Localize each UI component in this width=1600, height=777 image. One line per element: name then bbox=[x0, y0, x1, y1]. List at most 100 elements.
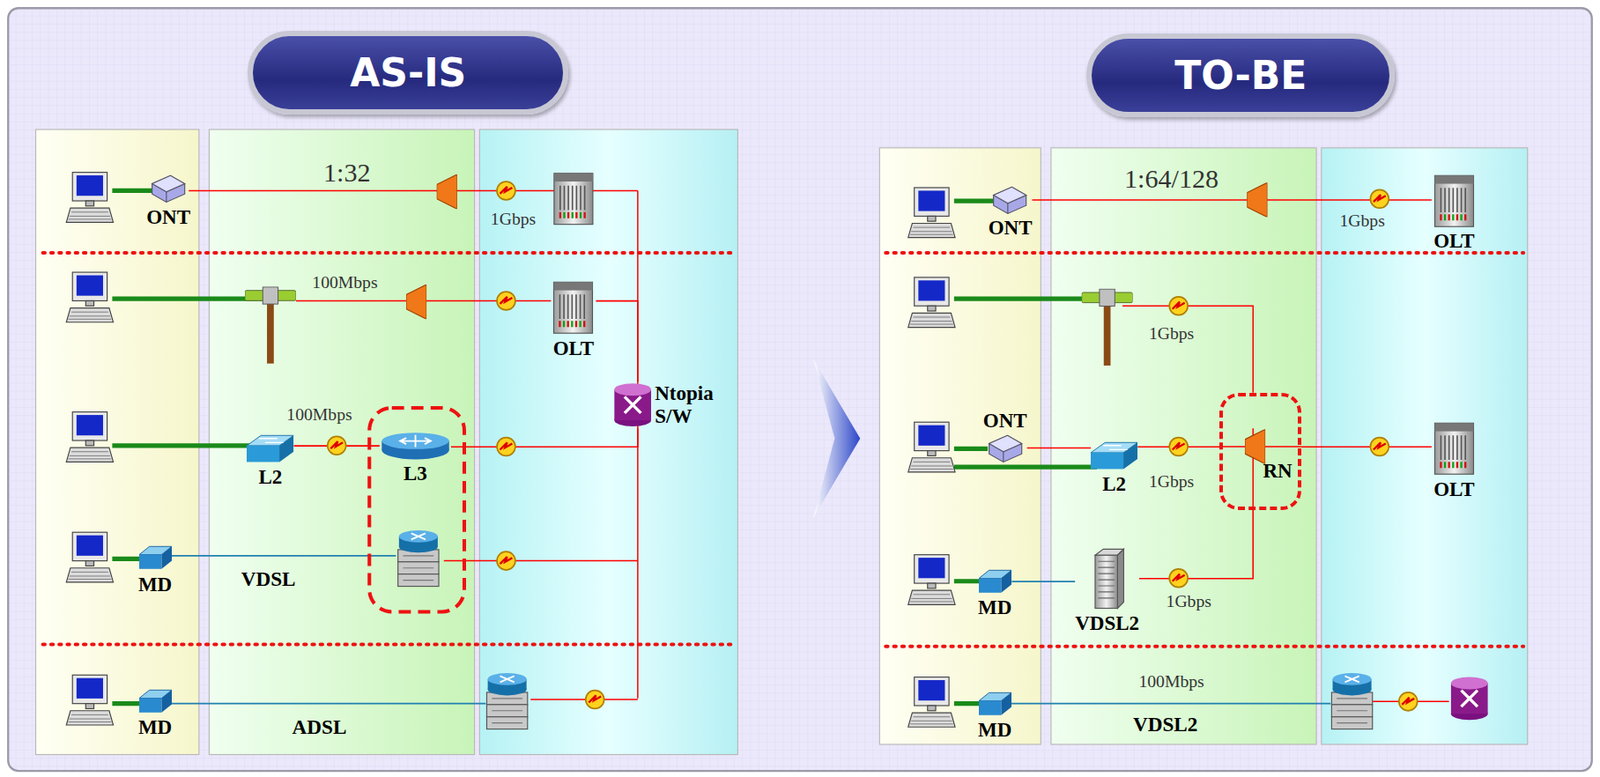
node-label: OLT bbox=[553, 337, 594, 360]
rate-label: 1Gbps bbox=[1148, 324, 1194, 344]
device-node: MD bbox=[977, 690, 1012, 741]
md-icon bbox=[978, 690, 1012, 718]
ntopia-icon bbox=[612, 381, 653, 429]
olt-icon bbox=[1431, 173, 1477, 230]
node-label: OLT bbox=[1433, 478, 1475, 501]
title-pill: AS-IS bbox=[247, 30, 569, 115]
repeaters bbox=[327, 181, 1418, 712]
panels-part bbox=[36, 129, 200, 756]
l2-symbol bbox=[246, 436, 294, 463]
device-node: MD bbox=[977, 568, 1012, 619]
pc-icons-part bbox=[908, 422, 956, 473]
separators bbox=[43, 252, 1524, 647]
node-label: TO-BE bbox=[1174, 52, 1307, 98]
repeaters-part bbox=[496, 291, 516, 311]
fiber-links bbox=[188, 190, 1449, 702]
pc-icons-part bbox=[66, 172, 113, 223]
repeaters-part bbox=[327, 436, 347, 455]
panels-part bbox=[879, 148, 1041, 745]
rate-label: 1Gbps bbox=[1166, 592, 1212, 612]
olt-symbol bbox=[1434, 423, 1474, 475]
node-label: L2 bbox=[1102, 473, 1126, 496]
fiber-link bbox=[1027, 447, 1091, 450]
unlabeled-equipment bbox=[398, 173, 1489, 730]
md-symbol bbox=[139, 689, 172, 712]
panels bbox=[36, 129, 1528, 756]
splitters-part bbox=[1244, 429, 1266, 464]
fiber-links-part bbox=[188, 190, 638, 700]
node-label: L2 bbox=[258, 466, 282, 489]
ont-symbol bbox=[988, 436, 1022, 463]
pc-icons-part bbox=[66, 674, 113, 726]
rate-label: 1:32 bbox=[323, 158, 371, 188]
poles bbox=[244, 287, 1134, 366]
repeaters-part bbox=[1399, 692, 1418, 712]
repeaters-part bbox=[496, 437, 516, 457]
poles-part bbox=[244, 287, 297, 364]
olt-icon bbox=[550, 280, 596, 336]
fiber-link bbox=[595, 301, 638, 382]
panels-part bbox=[208, 129, 475, 756]
l2-symbol bbox=[1090, 443, 1138, 470]
device-node: ONT bbox=[983, 409, 1028, 465]
pc-icons-part bbox=[66, 272, 113, 323]
md-symbol bbox=[978, 692, 1012, 715]
repeaters-part bbox=[496, 551, 516, 571]
dashed-group bbox=[369, 407, 465, 612]
rate-label: 1:64/128 bbox=[1124, 164, 1219, 194]
ont-icon bbox=[989, 185, 1030, 216]
unlabeled-equipment-part bbox=[554, 173, 593, 225]
remote-node-box: RN bbox=[1219, 392, 1302, 511]
device-node: OLT bbox=[1431, 421, 1477, 501]
olt-symbol bbox=[554, 282, 593, 334]
node-label: L3 bbox=[403, 462, 428, 485]
pc-icons-part bbox=[908, 187, 956, 238]
rate-label: 1Gbps bbox=[1339, 211, 1385, 231]
node-label: VDSL2 bbox=[1074, 612, 1140, 635]
node-label: MD bbox=[977, 596, 1012, 619]
device-node: Ntopia S/W bbox=[612, 381, 729, 429]
olt-symbol bbox=[1434, 175, 1474, 227]
l3-symbol bbox=[381, 432, 449, 460]
title-pill: TO-BE bbox=[1086, 33, 1395, 118]
vdsl2-symbol bbox=[1095, 548, 1124, 608]
access-links-part bbox=[111, 190, 267, 704]
device-node: L2 bbox=[1090, 440, 1138, 496]
pc-icons bbox=[66, 172, 956, 728]
md-icon bbox=[139, 688, 172, 715]
olt-icon bbox=[1431, 421, 1477, 477]
splitters-part bbox=[406, 284, 427, 319]
pc-icons-part bbox=[66, 532, 113, 583]
repeaters-part bbox=[1169, 437, 1188, 457]
unlabeled-equipment-part bbox=[1451, 677, 1489, 721]
device-node: OLT bbox=[550, 280, 596, 360]
vdsl2-icon bbox=[1088, 547, 1126, 611]
rate-label: 100Mbps bbox=[1138, 672, 1204, 692]
device-node: MD bbox=[138, 544, 172, 595]
repeaters-part bbox=[1169, 296, 1188, 316]
repeaters-part bbox=[1370, 189, 1389, 208]
frame bbox=[7, 7, 1592, 771]
l2-icon bbox=[1090, 440, 1138, 472]
rate-label: 1Gbps bbox=[1148, 472, 1194, 492]
l2-icon bbox=[246, 433, 294, 465]
node-label: RN bbox=[1262, 459, 1292, 483]
node-label: ONT bbox=[983, 409, 1028, 432]
md-symbol bbox=[139, 547, 172, 570]
device-node: MD bbox=[138, 688, 172, 739]
fiber-link bbox=[451, 428, 638, 447]
ont-icon bbox=[148, 173, 189, 205]
splitters-part bbox=[1246, 182, 1267, 217]
unlabeled-equipment-part bbox=[1331, 673, 1372, 730]
device-node: ONT bbox=[988, 185, 1033, 240]
pc-icons-part bbox=[908, 555, 956, 606]
md-icon bbox=[139, 544, 172, 571]
repeaters-part bbox=[585, 690, 605, 710]
md-symbol bbox=[978, 570, 1012, 593]
node-label: ONT bbox=[146, 206, 191, 229]
panels-part bbox=[479, 129, 738, 756]
link-type-label: ADSL bbox=[292, 716, 348, 739]
separators-part bbox=[43, 252, 1524, 647]
md-icon bbox=[978, 568, 1012, 595]
